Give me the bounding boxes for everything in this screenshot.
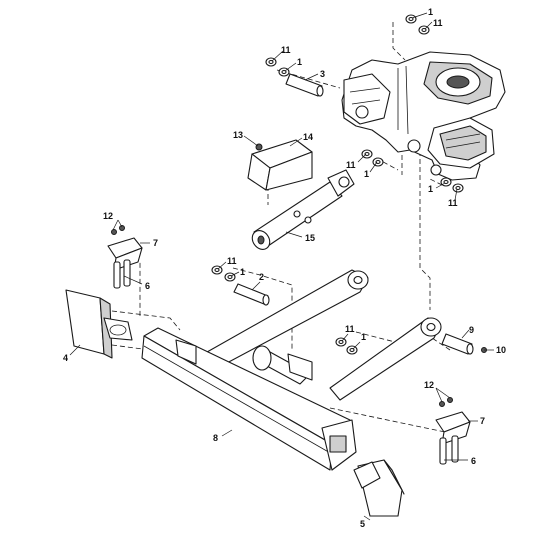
callout-1: 1 — [428, 184, 433, 194]
callout-6: 6 — [471, 456, 476, 466]
callout-3: 3 — [320, 69, 325, 79]
callout-15: 15 — [305, 233, 315, 243]
push-frame-arms — [199, 269, 442, 401]
callout-7: 7 — [153, 238, 158, 248]
callout-1: 1 — [240, 267, 245, 277]
pin-9 — [441, 333, 474, 355]
blade — [141, 327, 357, 471]
callout-1: 1 — [361, 332, 366, 342]
callout-11: 11 — [346, 160, 356, 170]
callout-6: 6 — [145, 281, 150, 291]
clamp-assembly-right — [435, 397, 471, 465]
callout-11: 11 — [281, 45, 291, 55]
callout-4: 4 — [63, 353, 68, 363]
end-bit-left — [65, 289, 133, 359]
callout-13: 13 — [233, 130, 243, 140]
pin-2 — [233, 283, 270, 306]
callout-12: 12 — [103, 211, 113, 221]
callout-8: 8 — [213, 433, 218, 443]
washers-and-rings — [211, 14, 487, 355]
callout-1: 1 — [297, 57, 302, 67]
callout-10: 10 — [496, 345, 506, 355]
callout-11: 11 — [433, 18, 443, 28]
callout-14: 14 — [303, 132, 313, 142]
callout-9: 9 — [469, 325, 474, 335]
callout-12: 12 — [424, 380, 434, 390]
clamp-assembly-left — [107, 225, 143, 289]
hydraulic-cylinder — [251, 169, 355, 250]
callout-7: 7 — [480, 416, 485, 426]
callout-11: 11 — [227, 256, 237, 266]
callout-11: 11 — [448, 198, 458, 208]
callout-1: 1 — [364, 169, 369, 179]
cover-plate — [247, 139, 313, 191]
leader-lines — [69, 12, 494, 521]
mounting-frame-housing — [341, 51, 506, 181]
end-bit-right — [353, 459, 405, 517]
callout-2: 2 — [259, 272, 264, 282]
pin-3 — [285, 73, 324, 97]
callout-1: 1 — [428, 7, 433, 17]
callout-labels: 1 11 11 1 3 13 14 11 1 1 11 12 7 15 11 1… — [63, 7, 506, 529]
callout-5: 5 — [360, 519, 365, 529]
callout-11: 11 — [345, 324, 355, 334]
